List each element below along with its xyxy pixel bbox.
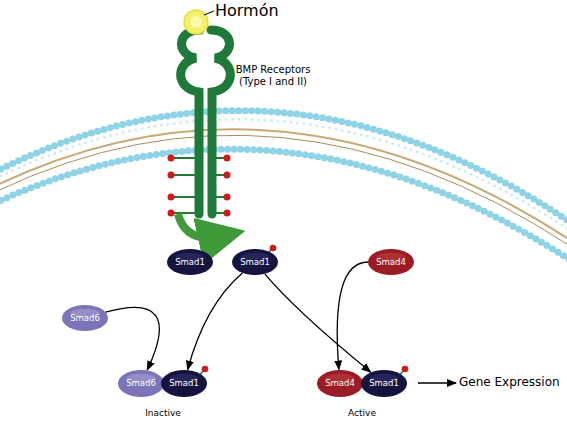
- oval-fill: [161, 370, 207, 397]
- protein-name: Smad4: [325, 378, 355, 388]
- oval-fill: [368, 249, 414, 275]
- oval-fill: [317, 370, 363, 397]
- expression-arrow: [418, 382, 456, 383]
- text-label: Gene Expression: [459, 375, 567, 389]
- cell-membrane: [0, 111, 567, 260]
- phosphate-marks: [168, 155, 231, 217]
- oval-fill: [167, 249, 213, 275]
- binding-arrow: [265, 274, 371, 372]
- smad-protein: Smad1: [167, 249, 213, 275]
- phosphorylation-arrow: [178, 214, 222, 238]
- smad-protein: Smad1: [361, 370, 407, 397]
- protein-name: Smad4: [376, 257, 406, 267]
- smad-protein: Smad6: [118, 370, 164, 397]
- smad-protein: Smad1: [232, 249, 278, 275]
- text-label: Hormón: [215, 1, 295, 20]
- text-label: Active: [332, 408, 392, 419]
- hormone-highlight: [190, 16, 202, 28]
- binding-arrow: [188, 273, 243, 370]
- leader-line: [204, 11, 214, 15]
- protein-name: Smad6: [126, 378, 156, 388]
- protein-name: Smad1: [175, 257, 205, 267]
- smad-protein: Smad4: [368, 249, 414, 275]
- oval-fill: [118, 370, 164, 397]
- hormone-ligand: [184, 10, 208, 34]
- smad-phosphates: [198, 245, 408, 377]
- protein-name: Smad1: [369, 378, 399, 388]
- protein-name: Smad1: [169, 378, 199, 388]
- oval-fill: [232, 249, 278, 275]
- protein-name: Smad1: [240, 257, 270, 267]
- protein-name: Smad6: [70, 313, 100, 323]
- text-label: Inactive: [133, 408, 193, 419]
- bmp-receptor: [181, 30, 231, 214]
- oval-fill: [361, 370, 407, 397]
- smad-protein: Smad1: [161, 370, 207, 397]
- binding-arrow: [337, 262, 368, 370]
- smad-protein: Smad6: [62, 305, 108, 331]
- text-label: BMP Receptors (Type I and II): [232, 64, 314, 88]
- binding-arrow: [106, 307, 160, 370]
- smad-protein: Smad4: [317, 370, 363, 397]
- oval-fill: [62, 305, 108, 331]
